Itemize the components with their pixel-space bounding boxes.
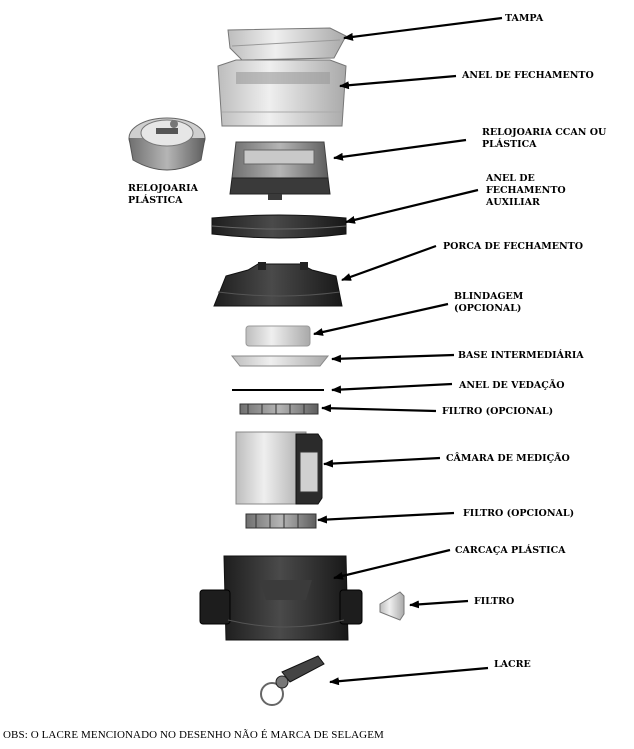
arrow-anel-vedacao bbox=[331, 382, 453, 394]
label-porca: PORCA DE FECHAMENTO bbox=[443, 241, 583, 252]
arrow-base bbox=[331, 353, 455, 363]
filtro-part bbox=[379, 591, 405, 621]
porca-fechamento-part bbox=[213, 262, 343, 307]
blindagem-part bbox=[245, 325, 311, 347]
arrow-anel-auxiliar bbox=[345, 188, 479, 224]
carcaca-plastica-part bbox=[199, 555, 363, 641]
label-filtro-opcional-1: FILTRO (OPCIONAL) bbox=[442, 406, 553, 417]
arrow-lacre bbox=[329, 666, 489, 686]
label-filtro: FILTRO bbox=[474, 596, 514, 607]
anel-fechamento-part bbox=[217, 59, 347, 127]
arrow-tampa bbox=[343, 16, 503, 41]
arrow-camara bbox=[323, 456, 441, 468]
footer-note: OBS: O LACRE MENCIONADO NO DESENHO NÃO É… bbox=[3, 729, 384, 741]
label-relojoaria-plastica-1: RELOJOARIA bbox=[128, 183, 199, 194]
lacre-part bbox=[260, 655, 325, 706]
label-relojoaria-ccan-1: RELOJOARIA CCAN OU bbox=[482, 127, 607, 138]
label-relojoaria-ccan-2: PLÁSTICA bbox=[482, 138, 537, 150]
label-anel-auxiliar-2: FECHAMENTO bbox=[486, 185, 566, 196]
arrow-filtro-opcional-1 bbox=[321, 404, 437, 413]
arrow-porca bbox=[341, 244, 437, 282]
arrow-anel-fechamento bbox=[339, 74, 457, 90]
arrow-carcaca bbox=[333, 548, 451, 580]
filtro-opcional-2-part bbox=[245, 513, 317, 529]
label-tampa: TAMPA bbox=[505, 13, 544, 24]
tampa-part bbox=[227, 27, 347, 61]
label-filtro-opcional-2: FILTRO (OPCIONAL) bbox=[463, 508, 574, 519]
label-carcaca: CARCAÇA PLÁSTICA bbox=[455, 544, 566, 556]
arrow-filtro bbox=[409, 599, 469, 609]
part-labels: TAMPA ANEL DE FECHAMENTO RELOJOARIA CCAN… bbox=[128, 13, 607, 670]
label-anel-fechamento: ANEL DE FECHAMENTO bbox=[461, 70, 594, 81]
relojoaria-ccan-part bbox=[229, 141, 331, 200]
arrow-filtro-opcional-2 bbox=[317, 511, 455, 524]
label-blindagem-1: BLINDAGEM bbox=[454, 291, 524, 302]
label-relojoaria-plastica-2: PLÁSTICA bbox=[128, 194, 183, 206]
arrow-blindagem bbox=[313, 302, 449, 336]
arrow-relojoaria-ccan bbox=[333, 138, 467, 161]
relojoaria-plastica-part bbox=[128, 117, 206, 171]
label-anel-vedacao: ANEL DE VEDAÇÃO bbox=[458, 379, 565, 391]
label-anel-auxiliar-3: AUXILIAR bbox=[485, 197, 540, 208]
pointer-arrows bbox=[313, 16, 503, 686]
base-intermediaria-part bbox=[230, 355, 330, 367]
label-camara: CÂMARA DE MEDIÇÃO bbox=[446, 452, 570, 464]
anel-fechamento-auxiliar-part bbox=[211, 214, 347, 239]
label-base: BASE INTERMEDIÁRIA bbox=[458, 349, 584, 361]
camara-medicao-part bbox=[235, 431, 323, 505]
filtro-opcional-1-part bbox=[239, 403, 319, 415]
label-lacre: LACRE bbox=[494, 659, 531, 670]
label-blindagem-2: (OPCIONAL) bbox=[454, 303, 521, 314]
label-anel-auxiliar-1: ANEL DE bbox=[485, 173, 535, 184]
